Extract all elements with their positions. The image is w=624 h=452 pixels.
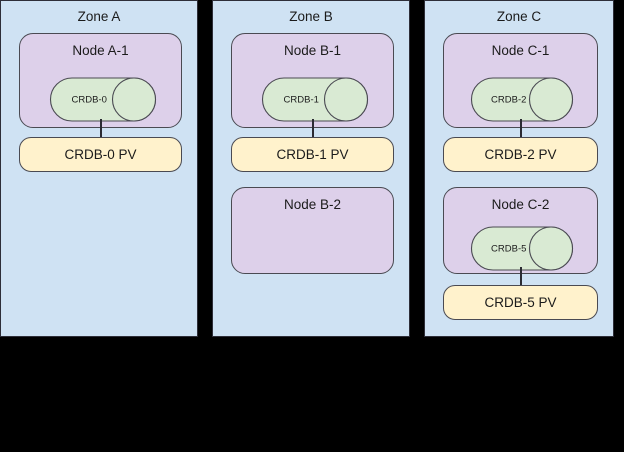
connector-crdb-5-to-pv <box>520 267 522 286</box>
node-c-2-box: Node C-2 CRDB-5 <box>443 187 598 274</box>
node-b-2-box: Node B-2 <box>231 187 394 274</box>
crdb-5-database-icon: CRDB-5 <box>470 226 574 271</box>
zone-a-title: Zone A <box>77 9 121 24</box>
crdb-5-pv-box: CRDB-5 PV <box>443 285 598 320</box>
zone-a-container: Zone A Node A-1 CRDB-0 CRDB-0 PV <box>0 0 198 337</box>
node-c-1-box: Node C-1 CRDB-2 <box>443 33 598 128</box>
node-b-2-title: Node B-2 <box>283 197 342 212</box>
crdb-2-database-icon: CRDB-2 <box>470 77 574 122</box>
crdb-2-pv-box: CRDB-2 PV <box>443 137 598 172</box>
connector-crdb-0-to-pv <box>100 119 102 138</box>
crdb-2-pv-label: CRDB-2 PV <box>484 147 557 162</box>
zone-b-title: Zone B <box>289 9 333 24</box>
zone-b-container: Zone B Node B-1 CRDB-1 CRDB-1 PV Node B-… <box>212 0 410 337</box>
crdb-0-pv-box: CRDB-0 PV <box>19 137 182 172</box>
connector-crdb-2-to-pv <box>520 119 522 138</box>
connector-crdb-1-to-pv <box>312 119 314 138</box>
crdb-1-database-icon: CRDB-1 <box>261 77 369 122</box>
node-a-1-title: Node A-1 <box>72 43 129 58</box>
crdb-0-database-icon: CRDB-0 <box>49 77 157 122</box>
zone-c-container: Zone C Node C-1 CRDB-2 CRDB-2 PV Node C-… <box>424 0 614 337</box>
crdb-1-pv-box: CRDB-1 PV <box>231 137 394 172</box>
zone-c-title: Zone C <box>496 9 542 24</box>
node-c-1-title: Node C-1 <box>491 43 550 58</box>
crdb-5-pv-label: CRDB-5 PV <box>484 295 557 310</box>
node-b-1-title: Node B-1 <box>283 43 342 58</box>
crdb-0-pv-label: CRDB-0 PV <box>64 147 137 162</box>
crdb-1-pv-label: CRDB-1 PV <box>276 147 349 162</box>
node-c-2-title: Node C-2 <box>491 197 550 212</box>
node-b-1-box: Node B-1 CRDB-1 <box>231 33 394 128</box>
node-a-1-box: Node A-1 CRDB-0 <box>19 33 182 128</box>
